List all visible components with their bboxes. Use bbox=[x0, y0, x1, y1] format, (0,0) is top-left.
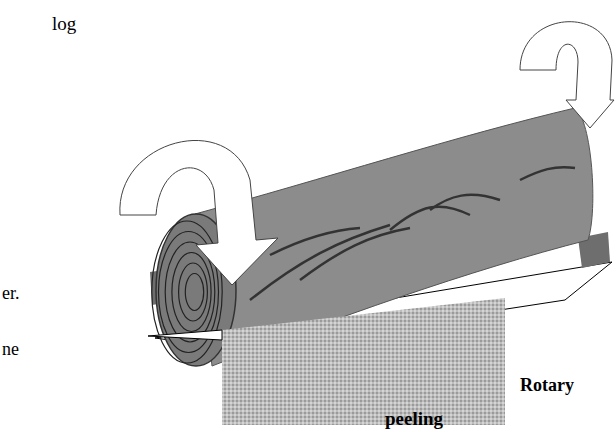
caption-label: Rotary bbox=[520, 376, 574, 394]
veneer-sheet bbox=[222, 298, 505, 425]
text-label: log bbox=[52, 14, 76, 33]
growth-ring bbox=[152, 221, 222, 363]
growth-ring bbox=[172, 253, 211, 332]
rotation-arrow bbox=[520, 22, 614, 128]
growth-ring bbox=[185, 274, 203, 311]
knife-edge bbox=[148, 330, 222, 340]
bark-texture bbox=[250, 167, 575, 300]
growth-rings bbox=[152, 221, 222, 363]
text-label: ne bbox=[2, 340, 19, 358]
text-label: er. bbox=[2, 284, 20, 302]
rotation-arrow bbox=[120, 140, 278, 285]
caption-label: peeling bbox=[385, 409, 443, 428]
growth-ring bbox=[179, 263, 208, 321]
